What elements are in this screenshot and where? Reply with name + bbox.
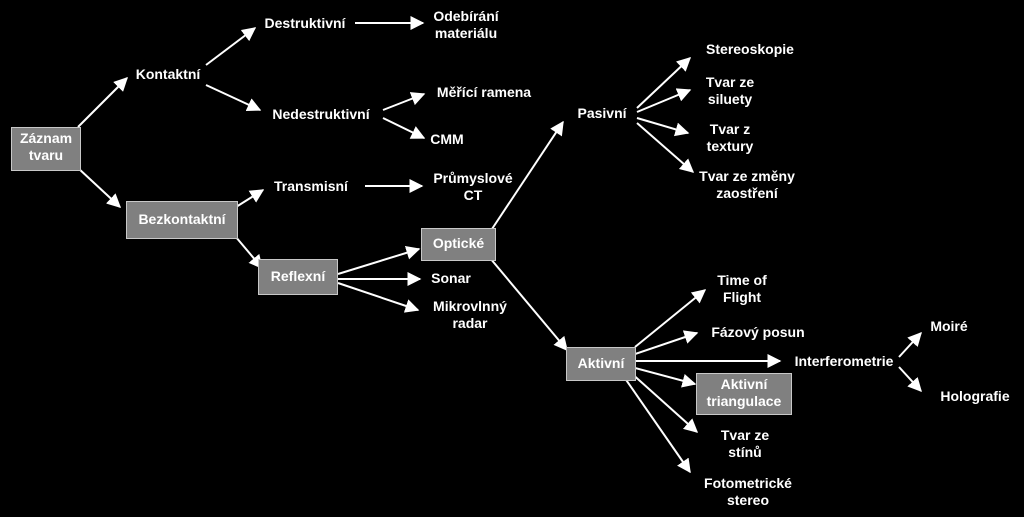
node-merici-ramena: Měřící ramena [436, 84, 532, 100]
node-interferometrie: Interferometrie [794, 353, 894, 369]
edge-opticke-aktivni [489, 257, 568, 352]
edge-kontaktni-nedestruktivni [205, 84, 262, 112]
node-mikrovlnny-radar: Mikrovlnný radar [433, 298, 507, 331]
edge-aktivni-fotometricke [621, 373, 691, 474]
edge-nedestruktivni-merici [382, 92, 426, 111]
node-aktivni: Aktivní [566, 347, 636, 381]
edge-reflexni-opticke [337, 246, 421, 275]
node-reflexni: Reflexní [258, 259, 338, 295]
node-tvar-ze-stinu: Tvar ze stínů [720, 427, 770, 460]
edge-aktivni-stinu [629, 371, 699, 433]
node-aktivni-triangulace: Aktivní triangulace [696, 373, 792, 415]
node-time-of-flight: Time of Flight [717, 272, 767, 305]
node-tvar-ze-siluety: Tvar ze siluety [705, 74, 755, 107]
edge-aktivni-fazovy [634, 330, 699, 355]
edge-nedestruktivni-cmm [382, 117, 426, 139]
node-kontaktni: Kontaktní [135, 66, 201, 82]
node-tvar-ze-zmeny-zaostreni: Tvar ze změny zaostření [699, 168, 795, 201]
node-holografie: Holografie [940, 388, 1010, 404]
node-stereoskopie: Stereoskopie [706, 41, 794, 57]
node-pasivni: Pasivní [577, 105, 627, 121]
node-prumyslove-ct: Průmyslové CT [433, 170, 513, 203]
node-opticke: Optické [421, 228, 496, 261]
node-odebirani-materialu: Odebírání materiálu [433, 8, 499, 41]
node-nedestruktivni: Nedestruktivní [272, 106, 370, 122]
edge-pasivni-zaostreni [636, 122, 695, 173]
node-destruktivni: Destruktivní [264, 15, 346, 31]
edge-opticke-pasivni [489, 120, 564, 233]
edge-aktivni-timeofflight [634, 289, 707, 348]
node-sonar: Sonar [431, 270, 471, 286]
node-bezkontaktni: Bezkontaktní [126, 201, 238, 239]
edge-pasivni-textury [636, 117, 690, 137]
edge-bezkontaktni-transmisni [235, 189, 265, 208]
edge-root-bezkontaktni [77, 167, 122, 208]
node-cmm: CMM [430, 131, 464, 147]
edge-interferometrie-moire [898, 331, 922, 358]
node-moire: Moiré [930, 318, 968, 334]
node-fotometricke-stereo: Fotometrické stereo [704, 475, 792, 508]
node-transmisni: Transmisní [274, 178, 348, 194]
node-tvar-z-textury: Tvar z textury [706, 121, 754, 154]
edge-pasivni-siluety [636, 88, 692, 113]
edge-aktivni-triangulace [634, 367, 697, 388]
edge-root-kontaktni [77, 77, 128, 128]
node-zaznam-tvaru: Záznam tvaru [11, 127, 81, 171]
edge-kontaktni-destruktivni [205, 27, 257, 66]
node-fazovy-posun: Fázový posun [711, 324, 805, 340]
edge-interferometrie-holografie [898, 366, 922, 393]
edge-reflexni-mikrovlnny [337, 282, 420, 313]
edge-pasivni-stereoskopie [636, 57, 692, 109]
